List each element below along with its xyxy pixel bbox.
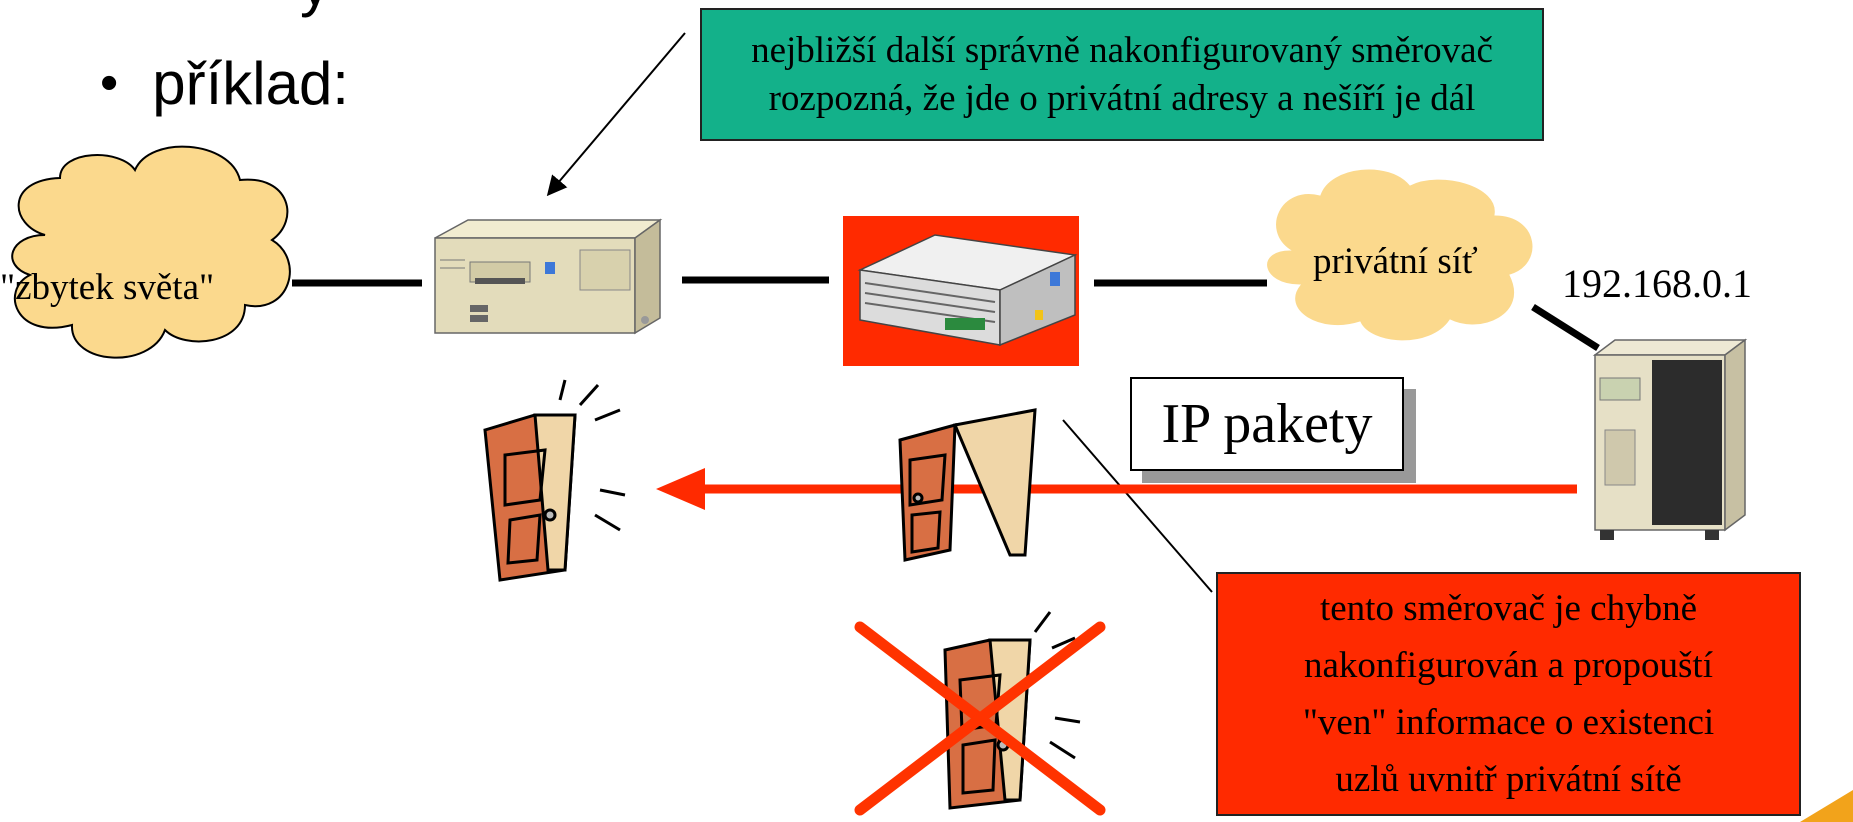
good-router-note: nejbližší další správně nakonfigurovaný … (700, 8, 1544, 141)
good-router-note-line: nejbližší další správně nakonfigurovaný … (751, 29, 1493, 71)
corner-decoration (1800, 790, 1853, 822)
bad-router-note-line: tento směrovač je chybně (1319, 588, 1698, 629)
world-cloud-label: "zbytek světa" (0, 267, 215, 308)
host-address: 192.168.0.1 (1562, 261, 1752, 306)
private-cloud-label: privátní síť (1313, 241, 1478, 282)
bullet-item: • příklad: (100, 38, 349, 128)
pointer-line-good (546, 32, 686, 197)
private-cloud (1266, 168, 1534, 342)
tower-server-icon (1592, 338, 1748, 540)
open-door-icon (898, 408, 1037, 562)
pointer-line-bad (1062, 419, 1213, 593)
packet-flow-arrow (656, 468, 1577, 510)
bullet-marker: • (100, 54, 119, 112)
server-icon (434, 218, 663, 335)
partial-heading: y (300, 0, 330, 19)
router-icon (857, 234, 1078, 347)
cross-mark (854, 621, 1106, 816)
packet-label: IP pakety (1130, 377, 1404, 471)
bad-router-note-line: nakonfigurován a propouští (1304, 645, 1713, 686)
good-router-note-line: rozpozná, že jde o privátní adresy a neš… (768, 77, 1476, 119)
bullet-text: příklad: (152, 49, 349, 117)
bad-router-note-line: "ven" informace o existenci (1302, 702, 1715, 743)
closed-door-icon (483, 379, 626, 582)
bad-router-note-line: uzlů uvnitř privátní sítě (1335, 759, 1682, 800)
world-cloud (11, 145, 291, 359)
bad-router-note: tento směrovač je chybně nakonfigurován … (1216, 572, 1801, 816)
link-private-host (1531, 304, 1600, 351)
